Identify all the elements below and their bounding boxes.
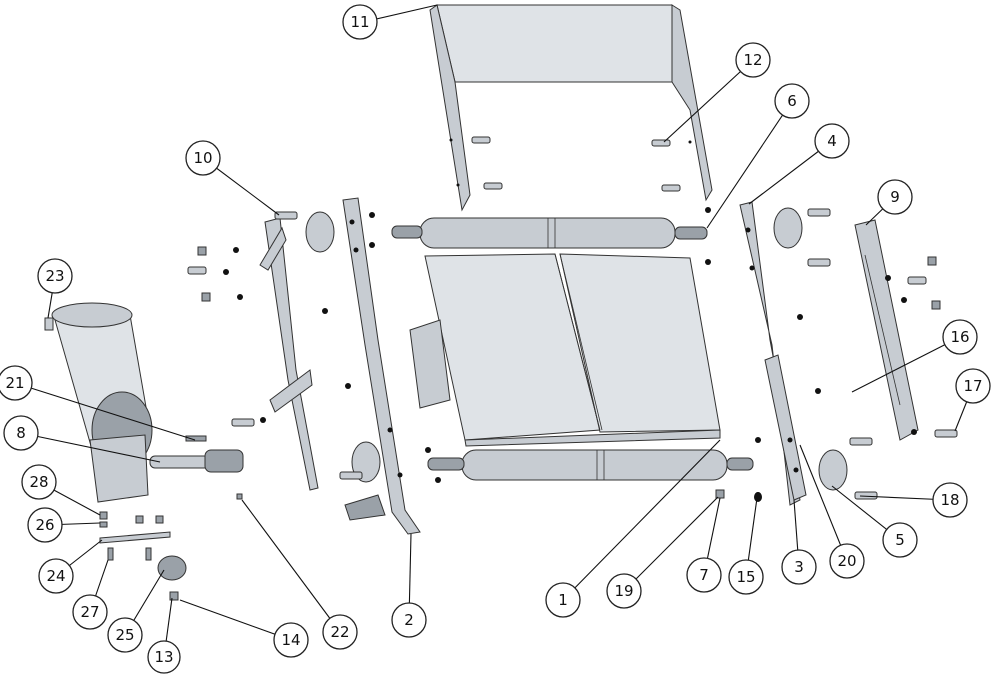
- callout-22: 22: [322, 614, 358, 650]
- callout-26: 26: [27, 507, 63, 543]
- svg-text:22: 22: [330, 623, 349, 641]
- svg-text:26: 26: [35, 516, 54, 534]
- lower-roller-part: [427, 449, 754, 481]
- callout-4: 4: [814, 123, 850, 159]
- callout-10: 10: [185, 140, 221, 176]
- svg-text:11: 11: [350, 13, 369, 31]
- callout-21: 21: [0, 365, 33, 401]
- svg-text:3: 3: [794, 558, 804, 576]
- top-cover-part: [429, 4, 713, 212]
- svg-text:12: 12: [743, 51, 762, 69]
- callout-13: 13: [147, 640, 181, 674]
- shaft-part: [149, 449, 244, 473]
- callout-17: 17: [955, 368, 991, 404]
- callout-5: 5: [882, 522, 918, 558]
- callout-24: 24: [38, 558, 74, 594]
- svg-text:28: 28: [29, 473, 48, 491]
- right-mounting-bar-part: [854, 219, 919, 441]
- svg-text:8: 8: [16, 424, 26, 442]
- svg-text:6: 6: [787, 92, 797, 110]
- callout-7: 7: [686, 557, 722, 593]
- callout-14: 14: [273, 622, 309, 658]
- callout-23: 23: [37, 258, 73, 294]
- callout-16: 16: [942, 319, 978, 355]
- tray-part: [409, 253, 721, 447]
- upper-roller-part: [391, 217, 708, 249]
- fastener-parts: [99, 136, 958, 601]
- callout-1: 1: [545, 582, 581, 618]
- svg-text:23: 23: [45, 267, 64, 285]
- svg-text:5: 5: [895, 531, 905, 549]
- callout-18: 18: [932, 482, 968, 518]
- svg-text:13: 13: [154, 648, 173, 666]
- callout-27: 27: [72, 594, 108, 630]
- left-bracket-part: [259, 217, 319, 491]
- callout-3: 3: [781, 549, 817, 585]
- svg-text:25: 25: [115, 626, 134, 644]
- svg-text:14: 14: [281, 631, 300, 649]
- svg-text:20: 20: [837, 552, 856, 570]
- callout-2: 2: [391, 602, 427, 638]
- svg-text:9: 9: [890, 188, 900, 206]
- svg-text:1: 1: [558, 591, 568, 609]
- callout-25: 25: [107, 617, 143, 653]
- left-side-plate-part: [342, 197, 421, 535]
- tension-knob-part: [157, 555, 187, 581]
- svg-text:7: 7: [699, 566, 709, 584]
- svg-text:4: 4: [827, 132, 837, 150]
- callout-11: 11: [342, 4, 378, 40]
- svg-text:21: 21: [5, 374, 24, 392]
- svg-text:2: 2: [404, 611, 414, 629]
- callout-15: 15: [728, 559, 764, 595]
- svg-text:27: 27: [80, 603, 99, 621]
- callout-9: 9: [877, 179, 913, 215]
- svg-text:17: 17: [963, 377, 982, 395]
- callout-20: 20: [829, 543, 865, 579]
- svg-text:18: 18: [940, 491, 959, 509]
- callout-28: 28: [21, 464, 57, 500]
- svg-text:24: 24: [46, 567, 65, 585]
- svg-text:15: 15: [736, 568, 755, 586]
- callout-19: 19: [606, 573, 642, 609]
- callout-12: 12: [735, 42, 771, 78]
- svg-text:19: 19: [614, 582, 633, 600]
- svg-text:16: 16: [950, 328, 969, 346]
- callout-8: 8: [3, 415, 39, 451]
- motor-part: [44, 302, 153, 503]
- callout-6: 6: [774, 83, 810, 119]
- svg-text:10: 10: [193, 149, 212, 167]
- strip-part: [99, 531, 171, 544]
